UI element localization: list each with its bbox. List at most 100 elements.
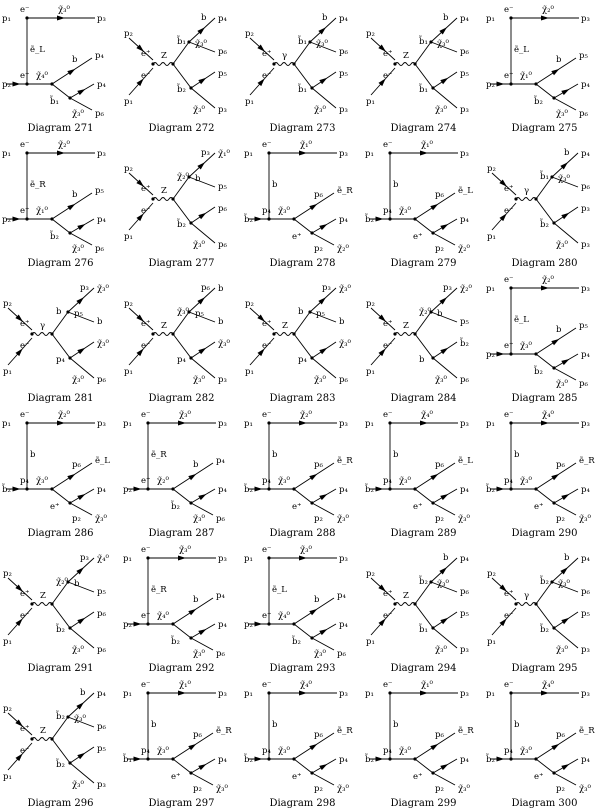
incoming-positron-line-arrowhead (378, 44, 386, 52)
particle-label: e⁻ (141, 71, 151, 81)
particle-label: e⁺ (20, 589, 30, 599)
particle-label: p₆ (435, 190, 444, 200)
b-quark-line-arrowhead (551, 473, 560, 481)
particle-label: χ̃₃⁰ (216, 783, 229, 794)
b-out-line-arrowhead (440, 763, 449, 771)
diagram-caption: Diagram 297 (148, 798, 215, 809)
lower-sparticle (293, 333, 313, 359)
lower-neutralino (190, 222, 216, 244)
diagram-caption: Diagram 278 (269, 258, 336, 269)
particle-label: χ̃₃⁰ (458, 513, 471, 524)
upper-sparticle (51, 581, 69, 605)
particle-label: χ̃₃⁰ (399, 475, 412, 486)
vertex-dot (509, 82, 513, 86)
upper-b-line-arrowhead (318, 27, 326, 35)
particle-label: p₅ (97, 587, 106, 597)
incoming-electron-line-arrowhead (136, 78, 144, 87)
b-out-line-arrowhead (77, 88, 86, 96)
particle-label: e⁺ (141, 49, 151, 59)
incoming-electron-line-arrowhead (136, 213, 144, 222)
particle-label: e⁻ (383, 140, 393, 150)
boson-propagator (394, 602, 416, 606)
particle-label: e⁺ (504, 71, 514, 81)
lower-neutralino (311, 357, 337, 379)
particle-label: e⁻ (383, 680, 393, 690)
particle-label: b̃₂ (55, 757, 64, 770)
particle-label: e⁻ (20, 746, 30, 756)
upper-b-line-arrowhead (318, 297, 326, 305)
particle-label: χ̃₃⁰ (193, 104, 206, 115)
particle-label: e⁺ (141, 319, 151, 329)
particle-label: p₂ (245, 29, 254, 39)
particle-label: p₂ (245, 299, 254, 309)
particle-label: e⁺ (292, 772, 302, 782)
particle-label: p₄ (339, 215, 348, 225)
diagram-caption: Diagram 295 (511, 663, 578, 674)
particle-label: p₅ (316, 309, 325, 319)
particle-label: b (314, 595, 320, 605)
particle-label: p₄ (298, 355, 307, 365)
neutralino-out-line (69, 502, 93, 516)
particle-label: χ̃₁⁰ (300, 139, 313, 150)
top-fermion-line-arrowhead (420, 420, 428, 426)
particle-label: p₅ (74, 309, 83, 319)
diagram-caption: Diagram 273 (269, 123, 336, 134)
particle-label: e⁺ (292, 502, 302, 512)
particle-label: p₆ (579, 109, 588, 119)
upper-sparticle (172, 311, 190, 335)
b-out-line-arrowhead (319, 493, 328, 501)
particle-label: e⁻ (141, 341, 151, 351)
particle-label: p₆ (218, 204, 227, 214)
sbottom-propagator (172, 758, 192, 774)
particle-label: ẽ_L (458, 455, 473, 466)
particle-label: χ̃₃⁰ (36, 475, 49, 486)
particle-label: ẽ_R (151, 449, 167, 460)
particle-label: χ̃₃⁰ (72, 644, 85, 655)
particle-label: e⁺ (292, 232, 302, 242)
particle-label: χ̃₃⁰ (556, 378, 569, 389)
particle-label: p₂ (314, 784, 323, 794)
b-quark-line-arrowhead (309, 608, 318, 616)
particle-label: p₄ (216, 591, 225, 601)
particle-label: Z (40, 591, 46, 601)
upper-sparticle (414, 41, 432, 65)
boson-propagator (152, 332, 174, 336)
sbottom-propagator (293, 623, 313, 639)
particle-label: p₃ (322, 283, 331, 293)
particle-label: p₆ (193, 730, 202, 740)
particle-label: p₁ (124, 232, 133, 242)
top-fermion-line-arrowhead (299, 150, 307, 156)
particle-label: b̃₂ (1, 482, 10, 495)
upper-b-line-arrowhead (76, 297, 84, 305)
particle-label: Z (403, 321, 409, 331)
particle-label: e⁻ (141, 410, 151, 420)
neutralino-out-line (190, 637, 214, 651)
particle-label: p₂ (124, 299, 133, 309)
lower-sparticle (293, 63, 313, 89)
particle-label: γ (282, 51, 287, 61)
upper-neutralino (67, 581, 95, 593)
upper-sparticle (172, 41, 190, 65)
particle-label: e⁻ (262, 140, 272, 150)
particle-label: p₄ (216, 456, 225, 466)
particle-label: e⁺ (20, 724, 30, 734)
particle-label: p₁ (245, 97, 254, 107)
particle-label: χ̃₃⁰ (193, 513, 206, 524)
incoming-electron-line-arrowhead (15, 753, 23, 762)
diagram-caption: Diagram 279 (390, 258, 457, 269)
diagram-caption: Diagram 287 (148, 528, 215, 539)
particle-label: p₄ (460, 755, 469, 765)
particle-label: e⁻ (504, 275, 514, 285)
particle-label: p₆ (218, 47, 227, 57)
particle-label: e⁺ (262, 319, 272, 329)
particle-label: χ̃₄⁰ (36, 70, 49, 81)
incoming-electron-line-arrowhead (499, 618, 507, 627)
